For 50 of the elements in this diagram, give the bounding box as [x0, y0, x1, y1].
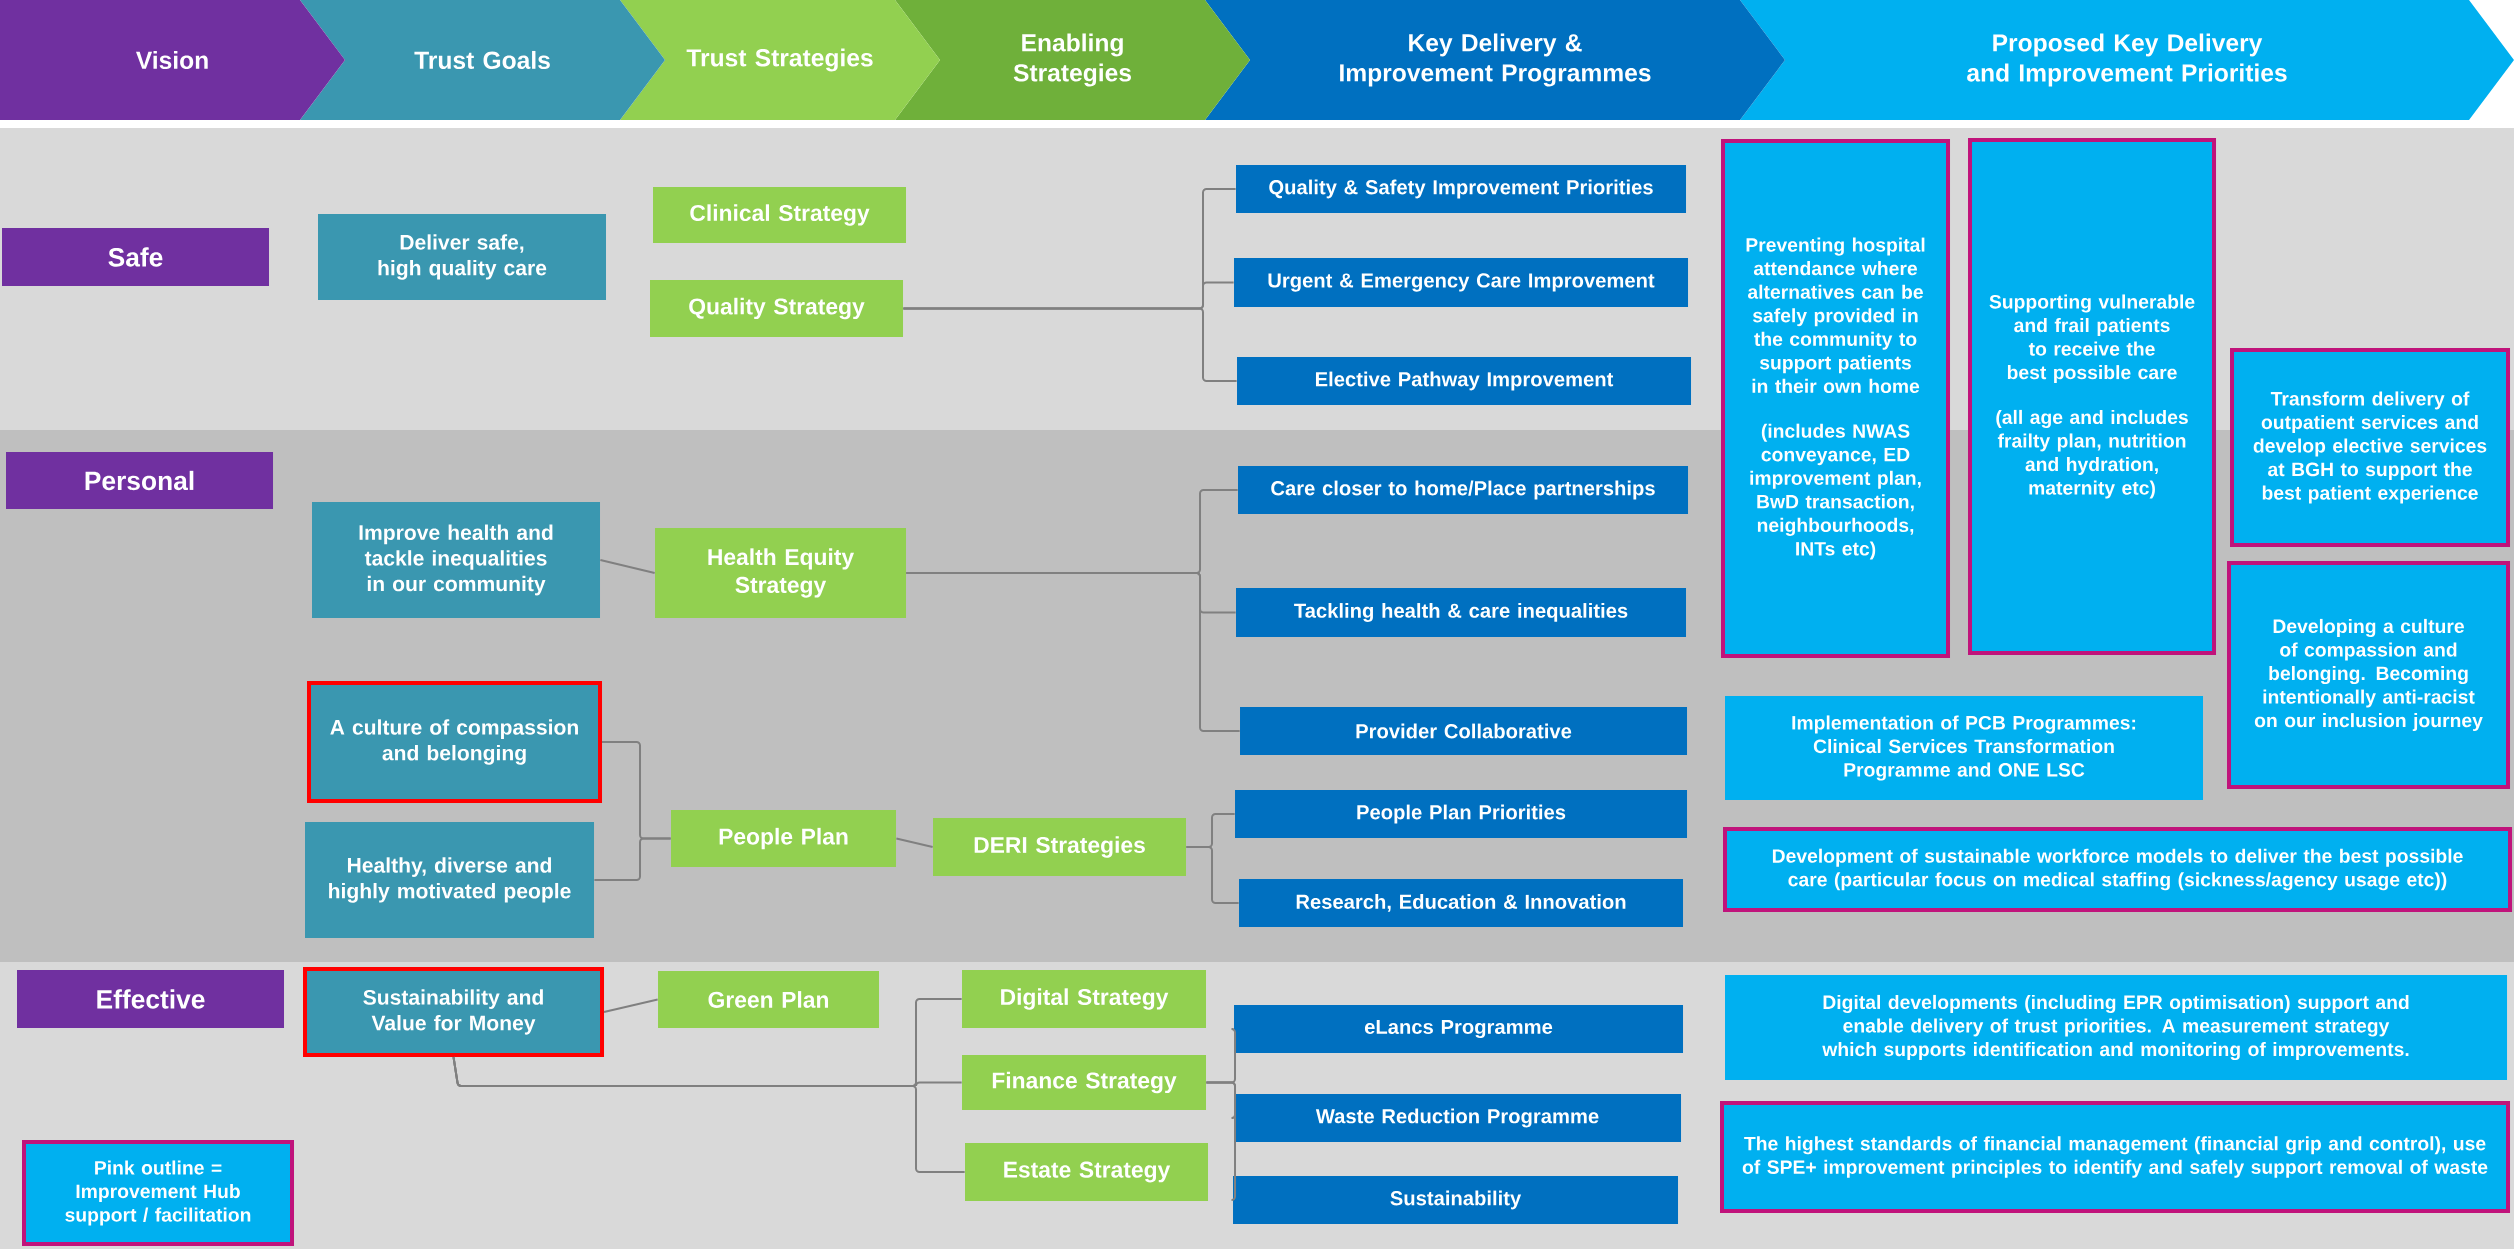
programme-box: Sustainability: [1233, 1176, 1678, 1224]
row-label: Effective: [17, 970, 284, 1028]
strategy-box: Health Equity Strategy: [655, 528, 906, 618]
connector-line: [1205, 1081, 1236, 1201]
connector-line: [452, 1056, 966, 1173]
column-heading: Enabling Strategies: [895, 0, 1250, 120]
strategy-box: Green Plan: [658, 971, 879, 1028]
connector-line: [603, 998, 659, 1013]
priority-box: The highest standards of financial management (financial grip and control), use of SPE+ improvement principles to identify and safely support removal of waste: [1720, 1101, 2510, 1213]
row-label: Personal: [6, 452, 273, 509]
column-heading: Key Delivery & Improvement Programmes: [1205, 0, 1785, 120]
goal-box: Improve health and tackle inequalities in our community: [312, 502, 600, 618]
key-box: Pink outline = Improvement Hub support / facilitation: [22, 1140, 294, 1246]
goal-box: Deliver safe, high quality care: [318, 214, 606, 300]
strategy-box: Digital Strategy: [962, 970, 1206, 1028]
priority-box: Developing a culture of compassion and belonging. Becoming intentionally anti-racist on our inclusion journey: [2227, 561, 2510, 789]
connector-line: [905, 572, 1241, 732]
connector-line: [895, 837, 934, 848]
priority-box: Supporting vulnerable and frail patients to receive the best possible care (all age and includes frailty plan, nutrition and hydration, maternity etc): [1968, 138, 2216, 655]
column-heading: Vision: [0, 0, 345, 120]
connector-line: [599, 559, 656, 574]
strategy-box: Clinical Strategy: [653, 187, 906, 243]
strategy-box: Quality Strategy: [650, 280, 903, 337]
goal-box: Healthy, diverse and highly motivated people: [305, 822, 594, 938]
row-label: Safe: [2, 228, 269, 286]
strategy-box: Finance Strategy: [962, 1055, 1206, 1110]
programme-box: Tackling health & care inequalities: [1236, 588, 1686, 637]
programme-box: Waste Reduction Programme: [1234, 1094, 1681, 1142]
priority-box: Preventing hospital attendance where alternatives can be safely provided in the community to support patients in their own home (includes NWAS conveyance, ED improvement plan, BwD transaction, neighbourhoods, INTs etc): [1721, 139, 1950, 658]
goal-box: Sustainability and Value for Money: [303, 967, 604, 1057]
programme-box: Research, Education & Innovation: [1239, 879, 1683, 927]
strategy-box: People Plan: [671, 810, 896, 867]
column-heading: Proposed Key Delivery and Improvement Priorities: [1740, 0, 2514, 120]
programme-box: Provider Collaborative: [1240, 707, 1687, 755]
strategy-box: Estate Strategy: [965, 1143, 1208, 1201]
programme-box: Urgent & Emergency Care Improvement: [1234, 258, 1688, 307]
programme-box: Care closer to home/Place partnerships: [1238, 466, 1688, 514]
programme-box: Quality & Safety Improvement Priorities: [1236, 165, 1686, 213]
programme-box: Elective Pathway Improvement: [1237, 357, 1691, 405]
strategy-box: DERI Strategies: [933, 818, 1186, 876]
column-heading: Trust Strategies: [620, 0, 940, 120]
priority-box: Implementation of PCB Programmes: Clinical Services Transformation Programme and ONE LSC: [1725, 696, 2203, 800]
priority-box: Development of sustainable workforce models to deliver the best possible care (particular focus on medical staffing (sickness/agency usage etc)): [1723, 827, 2513, 912]
column-heading: Trust Goals: [300, 0, 665, 120]
programme-box: People Plan Priorities: [1235, 790, 1687, 838]
connector-line: [593, 837, 672, 881]
programme-box: eLancs Programme: [1234, 1005, 1683, 1053]
goal-box: A culture of compassion and belonging: [307, 681, 602, 803]
priority-box: Transform delivery of outpatient services and develop elective services at BGH to support the best patient experience: [2230, 348, 2510, 547]
priority-box: Digital developments (including EPR optimisation) support and enable delivery of trust priorities. A measurement strategy which supports identification and monitoring of improvements.: [1725, 975, 2507, 1080]
